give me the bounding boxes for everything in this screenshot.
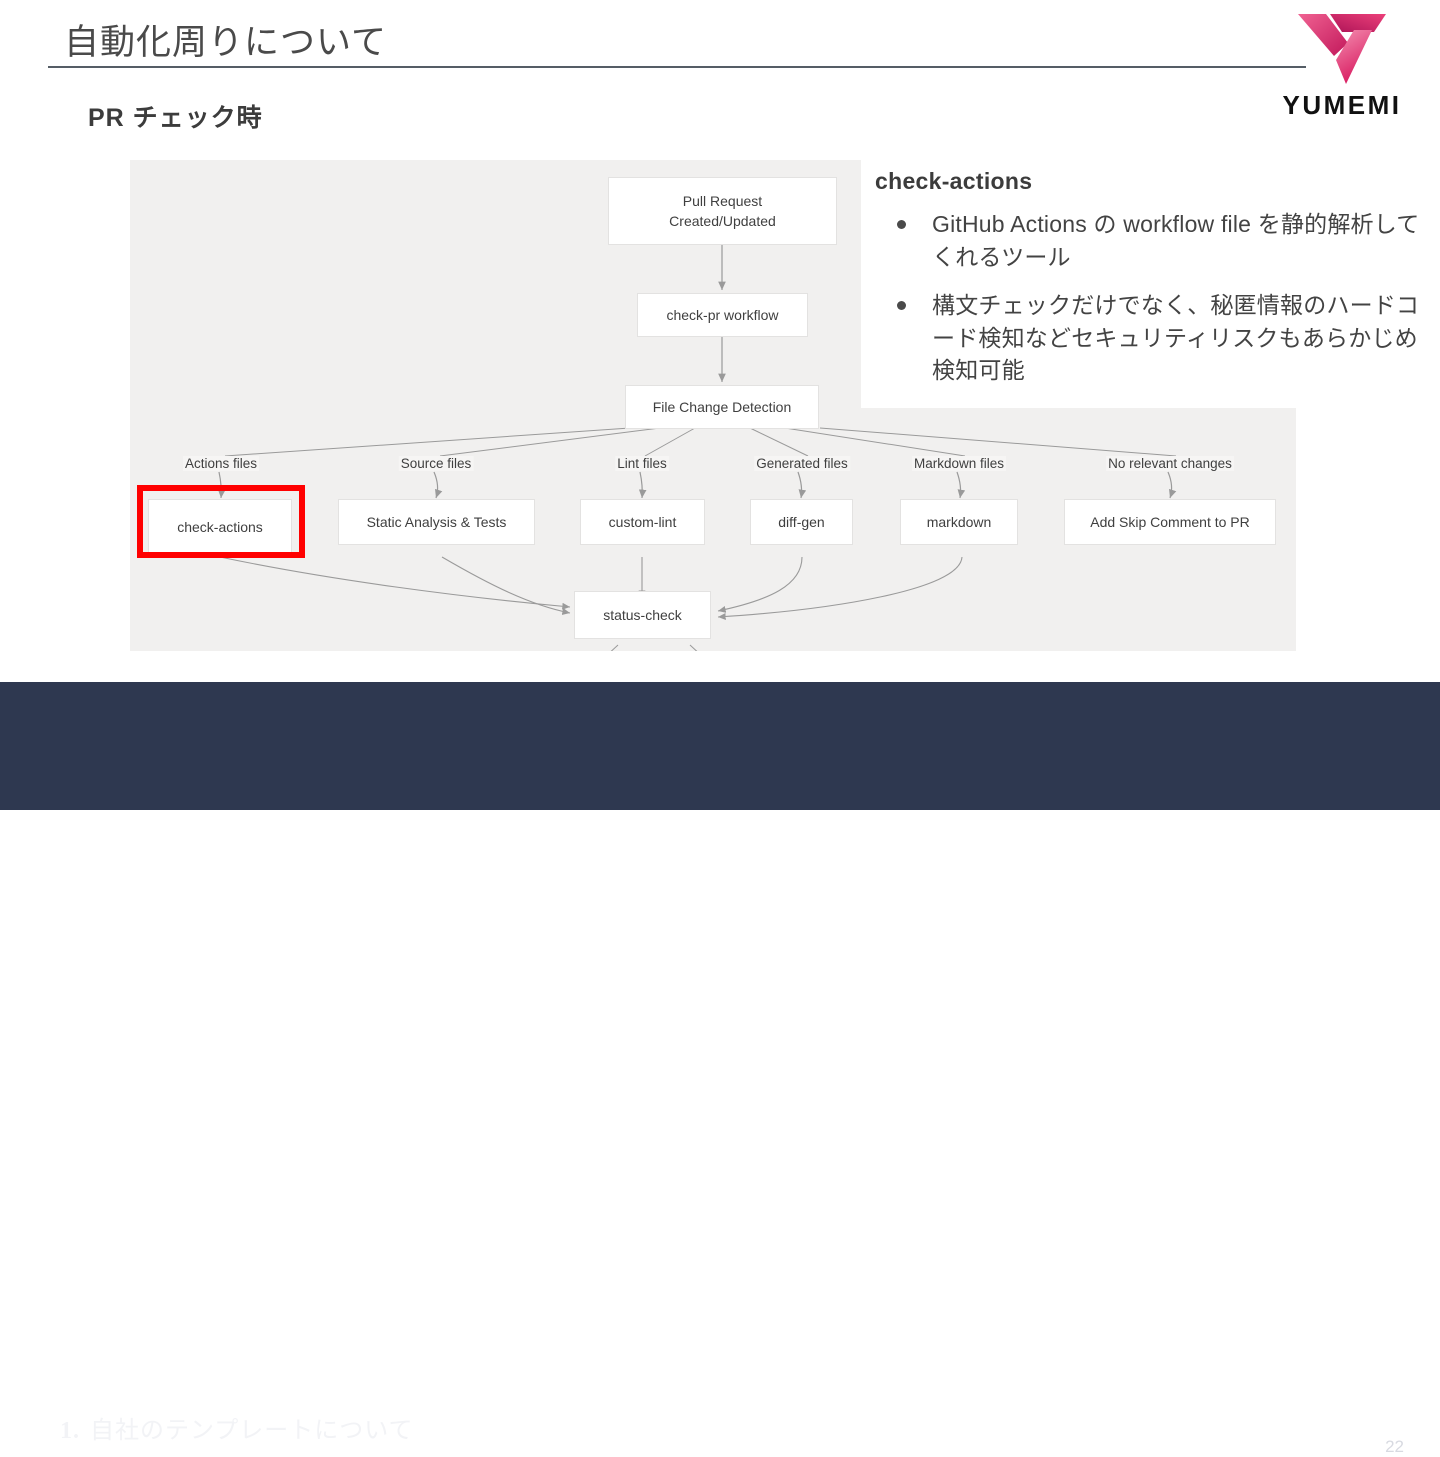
bullet-dot-icon bbox=[897, 301, 906, 310]
edge-label-source-files: Source files bbox=[398, 456, 474, 471]
diagram-edges bbox=[217, 245, 1177, 651]
highlight-box-check-actions bbox=[137, 485, 305, 558]
yumemi-y-mark-icon bbox=[1298, 14, 1386, 84]
section-label: PR チェック時 bbox=[88, 104, 263, 132]
edge-label-generated-files: Generated files bbox=[754, 456, 850, 471]
node-label: markdown bbox=[926, 513, 992, 530]
footer-bar: 1. 自社のテンプレートについて 22 bbox=[0, 682, 1440, 1456]
node-diff-gen[interactable]: diff-gen bbox=[750, 499, 853, 545]
callout-heading: check-actions bbox=[875, 168, 1033, 194]
logo-wordmark: YUMEMI bbox=[1282, 90, 1402, 120]
node-static-analysis-tests[interactable]: Static Analysis & Tests bbox=[338, 499, 535, 545]
bullet-text: GitHub Actions の workflow file を静的解析してくれ… bbox=[932, 211, 1420, 270]
node-add-skip-comment[interactable]: Add Skip Comment to PR bbox=[1064, 499, 1276, 545]
page-title: 自動化周りについて bbox=[64, 23, 387, 62]
edge-label-actions-files: Actions files bbox=[182, 456, 260, 471]
title-divider bbox=[48, 66, 1306, 68]
list-item: 構文チェックだけでなく、秘匿情報のハードコード検知などセキュリティリスクもあらか… bbox=[897, 289, 1427, 387]
node-label: Static Analysis & Tests bbox=[366, 513, 507, 530]
node-label: check-pr workflow bbox=[666, 306, 779, 323]
footer-index: 1. bbox=[60, 1418, 80, 1444]
callout-panel: check-actions GitHub Actions の workflow … bbox=[861, 158, 1440, 408]
node-custom-lint[interactable]: custom-lint bbox=[580, 499, 705, 545]
footer-agenda-item: 1. 自社のテンプレートについて bbox=[60, 1410, 414, 1445]
node-label: Add Skip Comment to PR bbox=[1090, 513, 1250, 530]
node-check-actions[interactable]: check-actions bbox=[148, 499, 292, 556]
edge-label-markdown-files: Markdown files bbox=[911, 456, 1007, 471]
bullet-text: 構文チェックだけでなく、秘匿情報のハードコード検知などセキュリティリスクもあらか… bbox=[932, 292, 1420, 384]
node-label: File Change Detection bbox=[652, 398, 792, 415]
node-check-pr-workflow[interactable]: check-pr workflow bbox=[637, 293, 808, 337]
bullet-dot-icon bbox=[897, 220, 906, 229]
edge-label-no-relevant-changes: No relevant changes bbox=[1106, 456, 1234, 471]
node-label: custom-lint bbox=[608, 513, 677, 530]
node-label: status-check bbox=[603, 606, 682, 623]
node-markdown[interactable]: markdown bbox=[900, 499, 1018, 545]
edge-label-lint-files: Lint files bbox=[615, 456, 669, 471]
list-item: GitHub Actions の workflow file を静的解析してくれ… bbox=[897, 208, 1427, 273]
footer-label: 自社のテンプレートについて bbox=[90, 1418, 414, 1444]
node-label: check-actions bbox=[177, 519, 263, 536]
page-number: 22 bbox=[1385, 1437, 1404, 1456]
node-file-change-detection[interactable]: File Change Detection bbox=[625, 385, 819, 429]
node-status-check[interactable]: status-check bbox=[574, 591, 711, 639]
brand-logo: YUMEMI bbox=[1262, 8, 1422, 128]
node-label: diff-gen bbox=[778, 513, 825, 530]
